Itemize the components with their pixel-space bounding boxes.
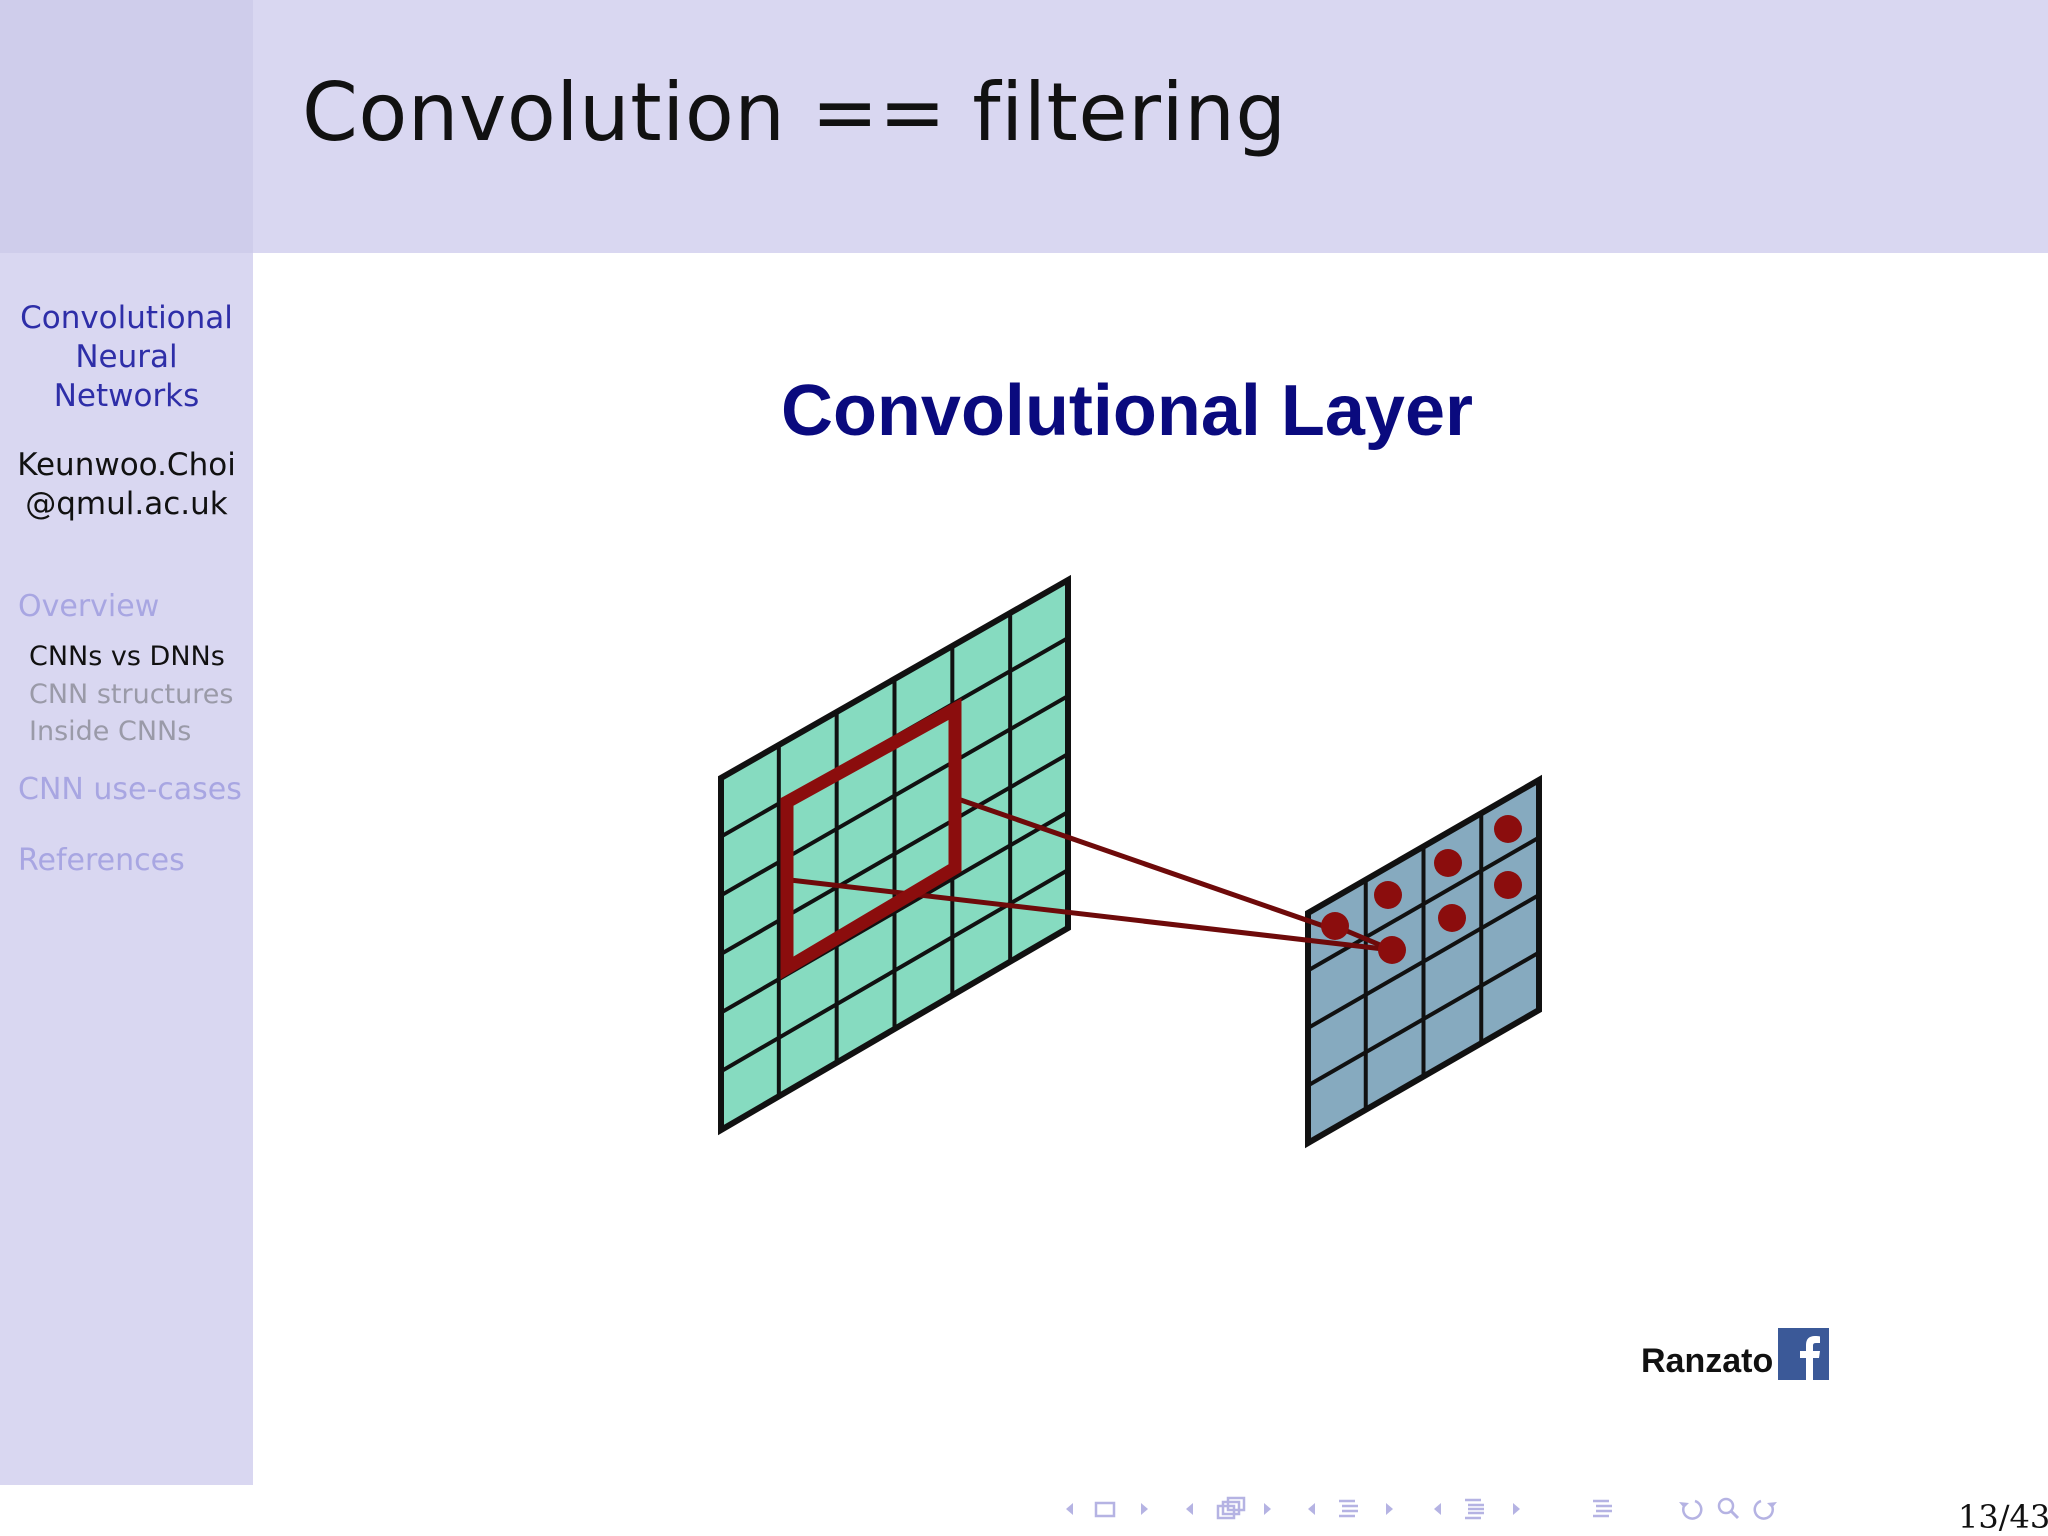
output-grid-row-line — [1307, 835, 1540, 973]
activation-dot — [1434, 849, 1462, 877]
input-grid-row-line — [720, 694, 1069, 898]
sidebar-section-references[interactable]: References — [18, 843, 185, 878]
sidebar-section-cnn-use-cases[interactable]: CNN use-cases — [18, 772, 242, 807]
forward-icon[interactable] — [1753, 1499, 1777, 1520]
presentation-title-line: Networks — [53, 378, 200, 414]
input-grid-row-line — [720, 752, 1069, 956]
section-nav-icon[interactable] — [1297, 1494, 1423, 1524]
activation-dot — [1438, 904, 1466, 932]
figure-credit: Ranzato — [1641, 1342, 1774, 1380]
connection-line — [954, 795, 1336, 933]
activation-dot — [1494, 871, 1522, 899]
kernel-window — [780, 697, 962, 980]
presentation-title[interactable]: Convolutional Neural Networks — [0, 299, 253, 416]
activation-dot — [1494, 815, 1522, 843]
presentation-title-line: Neural — [75, 339, 178, 375]
search-icon[interactable] — [1717, 1497, 1740, 1520]
activation-dot — [1374, 881, 1402, 909]
activation-dot — [1378, 936, 1406, 964]
author-line: @qmul.ac.uk — [25, 486, 228, 522]
back-icon[interactable] — [1679, 1499, 1703, 1520]
connection-line — [789, 877, 1393, 953]
input-grid-row-line — [719, 810, 1070, 1015]
slide-header: Convolution == filtering — [0, 0, 2048, 253]
output-feature-map — [1305, 774, 1542, 1149]
sidebar-subsection-cnns-vs-dnns[interactable]: CNNs vs DNNs — [29, 641, 225, 672]
document-nav-icon[interactable] — [1423, 1494, 1557, 1524]
sidebar: Convolutional Neural Networks Keunwoo.Ch… — [0, 253, 253, 1485]
presentation-title-line: Convolutional — [20, 300, 233, 336]
slide-title: Convolution == filtering — [302, 66, 1287, 159]
author-line: Keunwoo.Choi — [17, 447, 236, 483]
header-corner — [0, 0, 253, 253]
page-number: 13/43 — [1958, 1498, 2048, 1536]
author: Keunwoo.Choi @qmul.ac.uk — [0, 446, 253, 524]
sidebar-subsection-inside-cnns[interactable]: Inside CNNs — [29, 716, 192, 747]
facebook-logo-icon — [1778, 1328, 1829, 1380]
toc-icon[interactable] — [1585, 1494, 1625, 1524]
subsection-nav-icon[interactable] — [1175, 1494, 1297, 1524]
sidebar-section-overview[interactable]: Overview — [18, 589, 160, 624]
output-grid-row-line — [1307, 893, 1540, 1030]
figure-title: Convolutional Layer — [780, 371, 1474, 451]
beamer-navigation — [1055, 1494, 1795, 1524]
activation-dot — [1321, 912, 1349, 940]
sidebar-subsection-cnn-structures[interactable]: CNN structures — [29, 679, 234, 710]
output-activations — [1321, 815, 1522, 964]
output-grid-row-line — [1307, 950, 1540, 1088]
frame-nav-icon[interactable] — [1055, 1494, 1175, 1524]
search-controls — [1671, 1494, 1795, 1524]
input-feature-map — [718, 574, 1071, 1136]
